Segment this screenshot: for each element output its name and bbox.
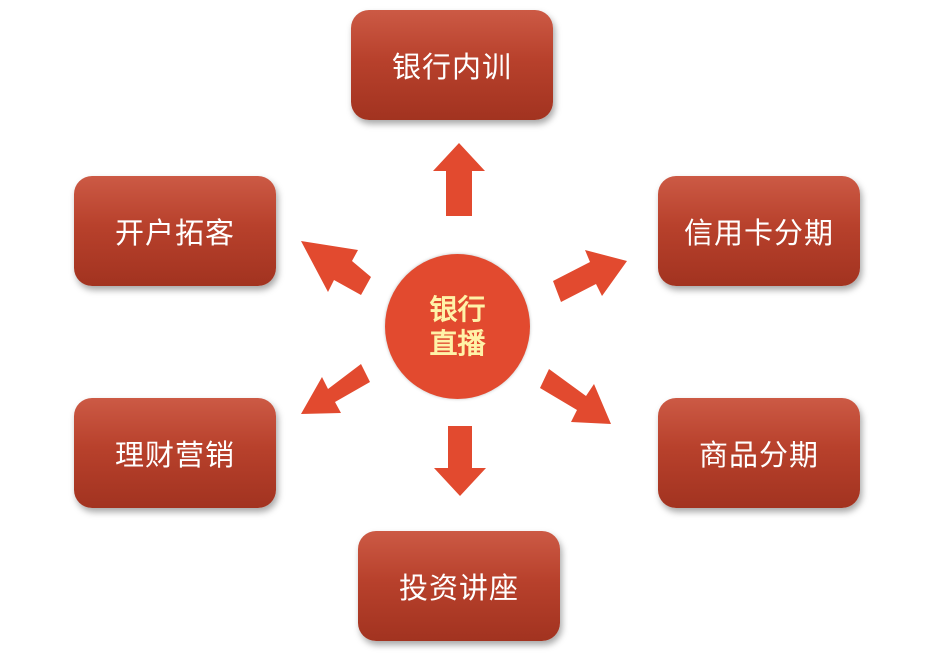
node-bottom-left: 理财营销 (74, 398, 276, 508)
center-node-line2: 直播 (429, 326, 486, 360)
center-node: 银行 直播 (385, 254, 530, 399)
node-bottom-left-label: 理财营销 (114, 438, 235, 472)
arrow-to-top (433, 143, 485, 216)
arrow-to-top-left (301, 241, 371, 295)
arrow-to-bottom-right (540, 369, 611, 424)
node-top-left-label: 开户拓客 (114, 216, 235, 250)
center-node-line1: 银行 (429, 292, 486, 326)
node-bottom: 投资讲座 (358, 531, 560, 641)
arrow-to-top-right (553, 250, 627, 302)
node-bottom-label: 投资讲座 (398, 571, 519, 605)
node-top-left: 开户拓客 (74, 176, 276, 286)
arrow-to-bottom (434, 426, 486, 496)
node-top: 银行内训 (351, 10, 553, 120)
node-bottom-right-label: 商品分期 (698, 438, 819, 472)
node-top-label: 银行内训 (391, 50, 512, 84)
arrow-to-bottom-left (301, 364, 370, 414)
node-top-right-label: 信用卡分期 (683, 216, 834, 250)
node-bottom-right: 商品分期 (658, 398, 860, 508)
node-top-right: 信用卡分期 (658, 176, 860, 286)
